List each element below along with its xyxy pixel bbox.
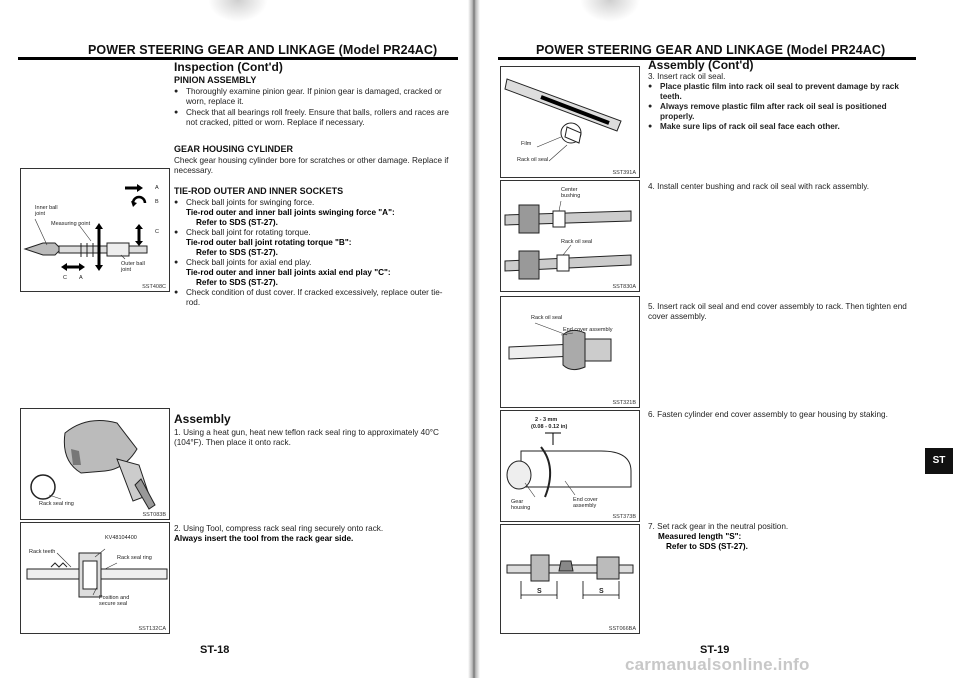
header-rule bbox=[18, 57, 458, 60]
film-figure: Film Rack oil seal SST391A bbox=[500, 66, 640, 178]
page-header: POWER STEERING GEAR AND LINKAGE (Model P… bbox=[536, 43, 886, 57]
center-bushing-figure: Center bushing Rack oil seal SST830A bbox=[500, 180, 640, 292]
spec-label: Tie-rod outer and inner ball joints axia… bbox=[186, 268, 391, 277]
pinion-bullet: Thoroughly examine pinion gear. If pinio… bbox=[174, 87, 454, 107]
assembly-step: 2. Using Tool, compress rack seal ring s… bbox=[174, 524, 456, 544]
page-number: ST-18 bbox=[200, 644, 230, 656]
figure-id: SST373B bbox=[612, 514, 636, 520]
assembly-step: 3. Insert rack oil seal. bbox=[648, 72, 726, 81]
center-bushing-illustration bbox=[504, 200, 632, 280]
film-illustration bbox=[504, 78, 622, 162]
assembly-step: 1. Using a heat gun, heat new teflon rac… bbox=[174, 428, 439, 447]
figure-id: SST321B bbox=[612, 400, 636, 406]
assembly-title: Assembly bbox=[174, 412, 231, 426]
seal-bullet: Always remove plastic film after rack oi… bbox=[648, 102, 920, 122]
seal-tool-figure: KV48104400 Rack teeth Rack seal ring Pos… bbox=[20, 522, 170, 634]
figure-label: A bbox=[79, 275, 83, 281]
figure-label: Gear housing bbox=[511, 499, 531, 511]
assembly-step-text: 2. Using Tool, compress rack seal ring s… bbox=[174, 524, 384, 533]
heat-gun-illustration bbox=[30, 420, 156, 510]
end-cover-illustration bbox=[508, 322, 612, 371]
spec-ref: Refer to SDS (ST-27). bbox=[196, 248, 278, 257]
figure-label: Rack oil seal bbox=[517, 157, 549, 163]
figure-id: SST083B bbox=[142, 512, 166, 518]
spec-label: Tie-rod outer and inner ball joints swin… bbox=[186, 208, 395, 217]
tierod-title: TIE-ROD OUTER AND INNER SOCKETS bbox=[174, 186, 344, 196]
scan-shadow bbox=[208, 0, 268, 22]
figure-label: Film bbox=[521, 141, 532, 147]
assembly-step: 4. Install center bushing and rack oil s… bbox=[648, 182, 870, 191]
figure-id: SST830A bbox=[612, 284, 636, 290]
tierod-item-text: Check ball joints for axial end play. bbox=[186, 258, 312, 267]
figure-label: 2 - 3 mm bbox=[535, 417, 558, 423]
tierod-item-text: Check ball joint for rotating torque. bbox=[186, 228, 311, 237]
section-title: Inspection (Cont'd) bbox=[174, 60, 283, 74]
figure-label: B bbox=[155, 199, 159, 205]
pinion-title: PINION ASSEMBLY bbox=[174, 75, 257, 85]
page-header: POWER STEERING GEAR AND LINKAGE (Model P… bbox=[88, 43, 438, 57]
figure-id: SST132CA bbox=[138, 626, 166, 632]
book-spine bbox=[468, 0, 480, 678]
figure-label: Rack seal ring bbox=[117, 555, 152, 561]
spec-ref: Refer to SDS (ST-27). bbox=[196, 218, 278, 227]
watermark: carmanualsonline.info bbox=[625, 655, 810, 674]
staking-illustration bbox=[506, 432, 632, 498]
figure-label: Inner ball joint bbox=[35, 205, 58, 217]
gear-housing-text: Check gear housing cylinder bore for scr… bbox=[174, 156, 449, 175]
right-page: POWER STEERING GEAR AND LINKAGE (Model P… bbox=[478, 0, 960, 678]
spec-ref: Refer to SDS (ST-27). bbox=[196, 278, 278, 287]
assembly-step-text: 7. Set rack gear in the neutral position… bbox=[648, 522, 789, 531]
heat-gun-figure: Rack seal ring SST083B bbox=[20, 408, 170, 520]
left-page: POWER STEERING GEAR AND LINKAGE (Model P… bbox=[0, 0, 470, 678]
end-cover-figure: Rack oil seal End cover assembly SST321B bbox=[500, 296, 640, 408]
seal-tool-illustration bbox=[26, 548, 168, 598]
figure-label: End cover assembly bbox=[563, 327, 613, 333]
assembly-step-note: Always insert the tool from the rack gea… bbox=[174, 534, 354, 543]
assembly-step: 5. Insert rack oil seal and end cover as… bbox=[648, 302, 907, 321]
seal-bullet: Place plastic film into rack oil seal to… bbox=[648, 82, 920, 102]
figure-id: SST408C bbox=[142, 284, 166, 290]
figure-id: SST066BA bbox=[608, 626, 636, 632]
tierod-figure: A B C Inner ball joint Measuring point O… bbox=[20, 168, 170, 292]
scan-shadow bbox=[580, 0, 640, 22]
figure-label: A bbox=[155, 185, 159, 191]
spec-ref: Refer to SDS (ST-27). bbox=[666, 542, 748, 551]
figure-label: KV48104400 bbox=[105, 535, 137, 541]
figure-id: SST391A bbox=[612, 170, 636, 176]
rack-neutral-figure: S S SST066BA bbox=[500, 524, 640, 634]
figure-label: C bbox=[63, 275, 67, 281]
section-tab[interactable]: ST bbox=[925, 448, 953, 474]
assembly-step: 6. Fasten cylinder end cover assembly to… bbox=[648, 410, 888, 419]
figure-label: Measuring point bbox=[51, 221, 91, 227]
figure-label: Rack oil seal bbox=[561, 239, 593, 245]
tierod-illustration bbox=[21, 184, 169, 271]
section-title: Assembly (Cont'd) bbox=[648, 58, 754, 72]
figure-label: Rack seal ring bbox=[39, 501, 74, 507]
gear-housing-title: GEAR HOUSING CYLINDER bbox=[174, 144, 294, 154]
figure-label: Position and secure seal bbox=[99, 595, 130, 607]
figure-label: S bbox=[599, 588, 604, 595]
figure-label: Center bushing bbox=[561, 187, 581, 199]
tierod-item: Check condition of dust cover. If cracke… bbox=[174, 288, 456, 308]
seal-bullet: Make sure lips of rack oil seal face eac… bbox=[648, 122, 920, 132]
tierod-item: Check ball joints for swinging force. Ti… bbox=[174, 198, 456, 228]
figure-label: C bbox=[155, 229, 159, 235]
assembly-step: 7. Set rack gear in the neutral position… bbox=[648, 522, 920, 552]
tierod-item: Check ball joints for axial end play. Ti… bbox=[174, 258, 456, 288]
spec-label: Tie-rod outer ball joint rotating torque… bbox=[186, 238, 352, 247]
tierod-item: Check ball joint for rotating torque. Ti… bbox=[174, 228, 456, 258]
staking-figure: 2 - 3 mm (0.08 - 0.12 in) Gear housing E… bbox=[500, 410, 640, 522]
rack-neutral-illustration bbox=[506, 554, 634, 599]
figure-label: S bbox=[537, 588, 542, 595]
figure-label: Rack oil seal bbox=[531, 315, 563, 321]
figure-label: Outer ball joint bbox=[121, 261, 145, 273]
pinion-bullet: Check that all bearings roll freely. Ens… bbox=[174, 108, 454, 128]
spec-label: Measured length "S": bbox=[658, 532, 742, 541]
figure-label: End cover assembly bbox=[573, 497, 598, 509]
figure-label: Rack teeth bbox=[29, 549, 56, 555]
figure-label: (0.08 - 0.12 in) bbox=[531, 424, 568, 430]
header-rule bbox=[498, 57, 916, 60]
tierod-item-text: Check ball joints for swinging force. bbox=[186, 198, 315, 207]
page-number: ST-19 bbox=[700, 644, 730, 656]
